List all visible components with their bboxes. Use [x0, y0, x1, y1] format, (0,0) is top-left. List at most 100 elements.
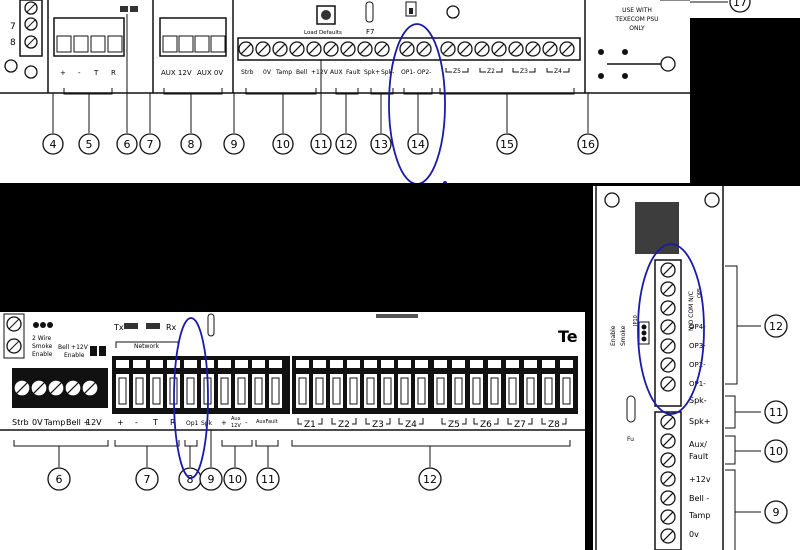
svg-text:12: 12	[339, 138, 353, 151]
right-upper-screw-strip	[660, 262, 676, 392]
svg-text:6: 6	[124, 138, 131, 151]
zone-label-group: Z1	[297, 418, 323, 430]
output-label-op2: OP2-	[689, 361, 706, 369]
highlight-ellipse-outputs-right	[637, 243, 705, 415]
bottom-label-op1: Op1	[186, 420, 199, 427]
terminal-clamp	[184, 360, 197, 408]
right-lower-screw	[660, 528, 676, 544]
terminal-clamp	[347, 360, 360, 408]
terminal-clamp	[235, 360, 248, 408]
relay-nocomnc-label: N/O COM N/C	[688, 291, 695, 331]
bottom-label-aux-minus: -	[245, 419, 248, 427]
right-upper-screw	[660, 300, 676, 316]
top-screw-terminal	[525, 41, 541, 57]
callout-17: 17	[733, 0, 747, 9]
fuse-label: Fu	[627, 436, 634, 443]
bottom-label-minus: -	[135, 418, 138, 427]
callout-bottom-7: 7	[135, 467, 159, 491]
bottom-zone-label-z6: Z6	[480, 420, 492, 430]
bell-label-bell: Bell -	[689, 494, 709, 503]
terminal-clamp	[252, 360, 265, 408]
network-label: Network	[134, 343, 160, 350]
svg-text:9: 9	[208, 473, 215, 486]
callout-bottom-12: 12	[418, 467, 442, 491]
zone-label-group: Z5	[441, 418, 467, 430]
bottom-label-aux-plus: +	[221, 419, 227, 427]
bottom-label-bell: Bell +	[66, 418, 90, 427]
bottom-zone-label-z2: Z2	[338, 420, 350, 430]
svg-text:9: 9	[231, 138, 238, 151]
aux-terminal-block	[162, 35, 226, 53]
right-upper-screw	[660, 338, 676, 354]
terminal-clamp	[133, 360, 146, 408]
bell-terminal-screws	[13, 379, 99, 397]
svg-text:10: 10	[276, 138, 290, 151]
bell-screw	[64, 379, 82, 397]
terminal-label-fault: Fault	[346, 69, 361, 76]
callout-top-5: 5	[78, 133, 100, 155]
right-upper-screw	[660, 357, 676, 373]
psu-notice-line-3: ONLY	[629, 25, 645, 32]
callout-top-12: 12	[335, 133, 357, 155]
callout-top-11: 11	[310, 133, 332, 155]
terminal-clamp	[452, 360, 465, 408]
svg-text:7: 7	[147, 138, 154, 151]
bell-label-0v: 0v	[689, 530, 699, 539]
svg-text:8: 8	[187, 473, 194, 486]
top-screw-terminal	[474, 41, 490, 57]
psu-notice-line-1: USE WITH	[622, 7, 652, 14]
highlight-ellipse-op-outputs-top	[388, 23, 446, 183]
brand-logo-fragment: Te	[558, 327, 578, 346]
bottom-zone-label-z5: Z5	[448, 420, 460, 430]
svg-text:12: 12	[423, 473, 437, 486]
terminal-label-tamp: Tamp	[275, 69, 292, 76]
terminal-clamp	[218, 360, 231, 408]
right-board-panel: Enable Smoke JP10 Fu N/O COM N/C OP5 OP4…	[593, 186, 800, 550]
divider-mark	[580, 315, 584, 351]
jumper-jp10-label: JP10	[633, 315, 639, 327]
svg-text:15: 15	[500, 138, 514, 151]
top-screw-terminal	[374, 41, 390, 57]
aux-fault-label-2: Fault	[689, 452, 708, 461]
bell-screw	[30, 379, 48, 397]
zone-label-z4: Z4	[554, 68, 562, 75]
terminal-clamp	[470, 360, 483, 408]
right-lower-screw	[660, 452, 676, 468]
output-label-op4: OP4-	[689, 323, 706, 331]
svg-text:11: 11	[261, 473, 275, 486]
bottom-label-12v: 12V	[86, 418, 102, 427]
terminal-clamp	[398, 360, 411, 408]
terminal-label-12v: +12V	[311, 69, 329, 76]
speaker-label-minus: Spk-	[689, 396, 707, 405]
bell-label-12v: +12v	[689, 475, 711, 484]
bottom-label-r: R	[170, 418, 176, 427]
terminal-label-plus: +	[60, 69, 66, 77]
callout-bottom-9: 9	[199, 467, 223, 491]
bottom-label-auxfault: AuxFault	[256, 419, 278, 425]
wire-smoke-line-1: 2 Wire	[32, 335, 52, 342]
terminal-clamp	[269, 360, 282, 408]
svg-text:13: 13	[374, 138, 388, 151]
svg-text:5: 5	[86, 138, 93, 151]
wire-smoke-line-3: Enable	[32, 351, 53, 358]
bell-screw	[13, 379, 31, 397]
output-label-op1: OP1-	[689, 380, 706, 388]
wire-smoke-line-2: Smoke	[32, 343, 53, 350]
right-lower-screw	[660, 433, 676, 449]
bottom-label-plus: +	[117, 418, 124, 427]
zone-label-group: Z6	[473, 418, 499, 430]
speaker-label-plus: Spk+	[689, 417, 711, 426]
zone-labels-top: Z5 Z2 Z3 Z4	[445, 68, 570, 75]
terminal-clamp	[296, 360, 309, 408]
callout-top-4: 4	[42, 133, 64, 155]
zone-label-group: Z7	[507, 418, 533, 430]
right-lower-screw	[660, 414, 676, 430]
top-screw-terminal	[340, 41, 356, 57]
callout-bottom-11: 11	[256, 467, 280, 491]
callout-top-14: 14	[407, 133, 429, 155]
psu-notice-line-2: TEXECOM PSU	[614, 16, 658, 23]
top-screw-terminal	[542, 41, 558, 57]
terminal-label-t: T	[93, 69, 99, 77]
